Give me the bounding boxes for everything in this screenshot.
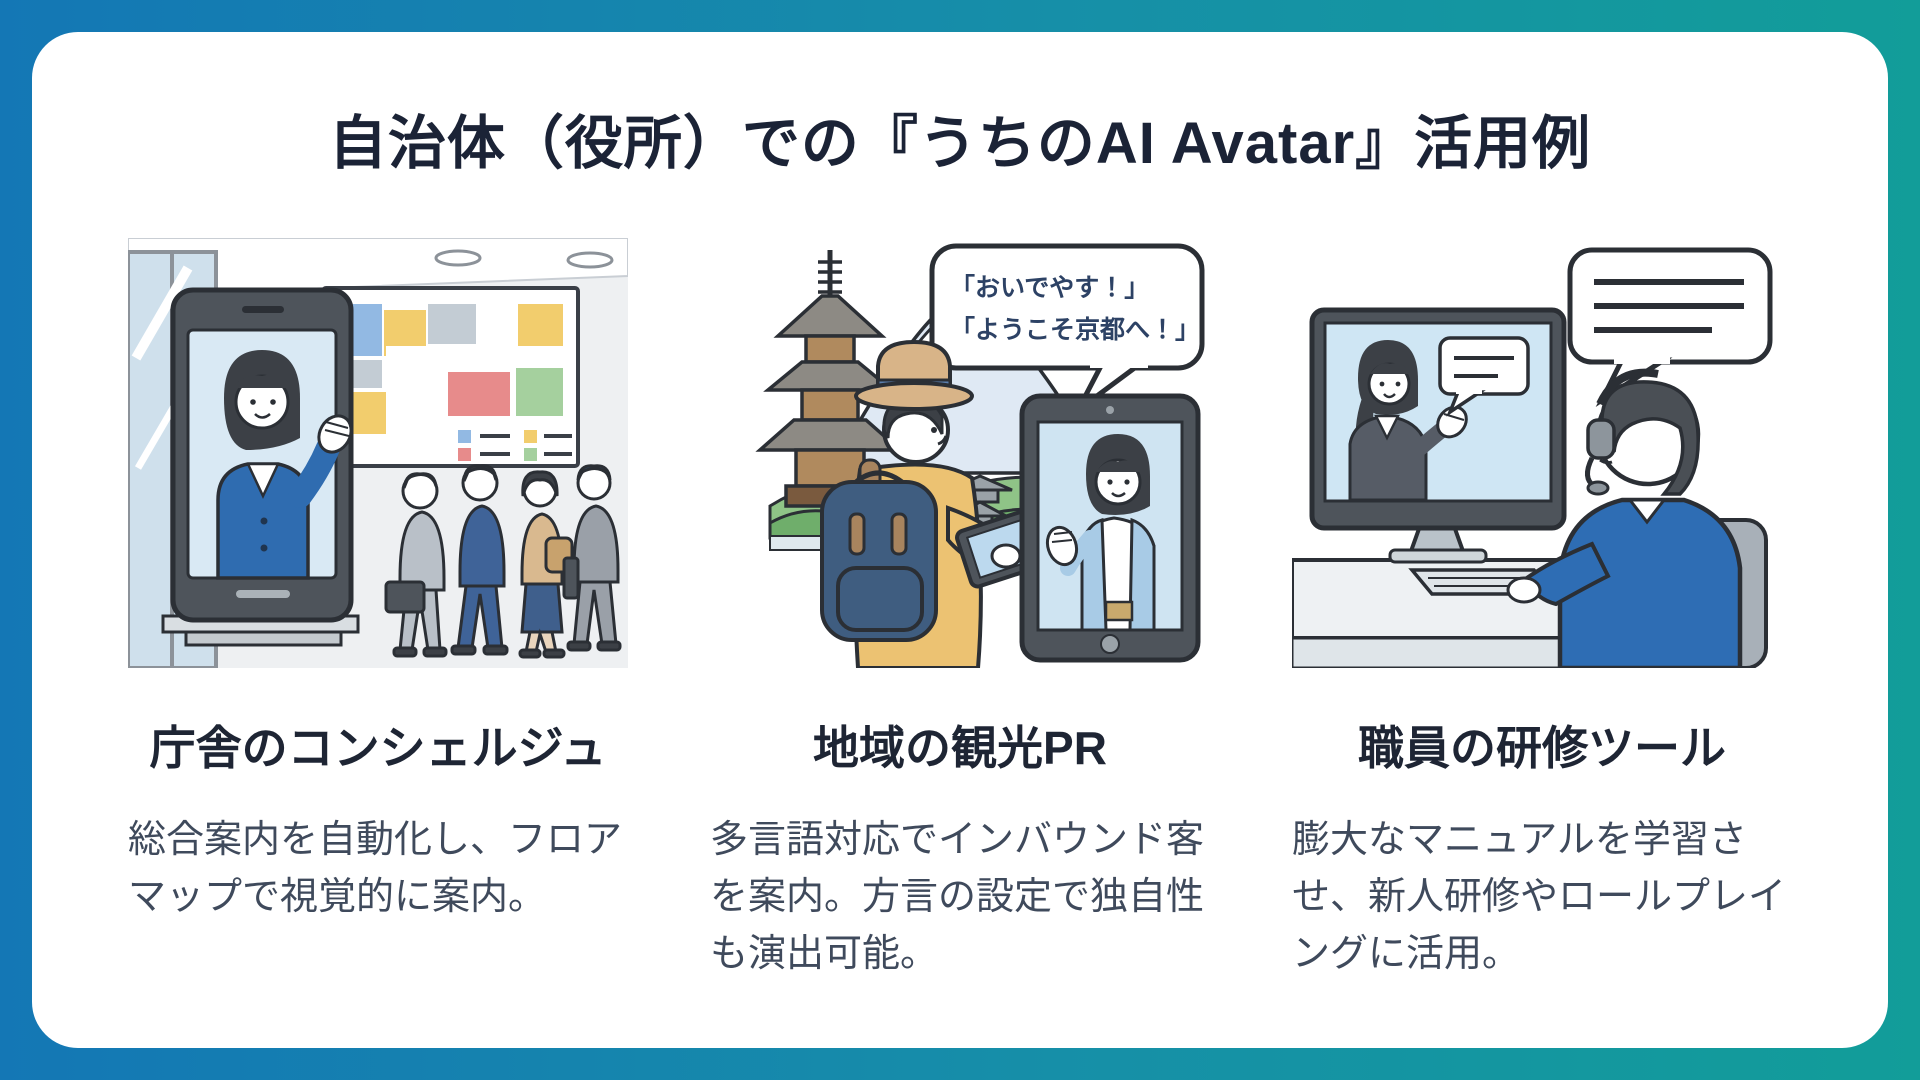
use-case-columns: 庁舎のコンシェルジュ 総合案内を自動化し、フロアマップで視覚的に案内。 [32,238,1888,983]
hat [854,339,974,411]
page-title: 自治体（役所）での『うちのAI Avatar』活用例 [328,111,1592,176]
tablet-avatar-woman [1045,434,1156,632]
training-scene-illustration [1292,247,1773,668]
tourism-scene-illustration: 「おいでやす！」 「ようこそ京都へ！」 [755,243,1205,668]
slide-card: 自治体（役所）での『うちのAI Avatar』活用例 [32,32,1888,1048]
column-concierge: 庁舎のコンシェルジュ 総合案内を自動化し、フロアマップで視覚的に案内。 [128,238,628,983]
column-tourism: 「おいでやす！」 「ようこそ京都へ！」 [710,238,1210,983]
bubble-line-2: 「ようこそ京都へ！」 [950,315,1200,344]
floor-map [321,286,580,468]
person-woman-tan [518,470,574,659]
person-gray-brown-suit [562,464,622,652]
ceiling [128,238,628,298]
queue-of-people [384,464,622,659]
operator-with-headset [1506,368,1743,668]
person-gray-suit [384,472,448,658]
person-navy-suit [450,464,509,656]
ceiling-light-icon [434,249,482,267]
bubble-line-1: 「おいでやす！」 [950,273,1149,302]
digital-signage-kiosk [161,287,360,647]
use-case-heading: 庁舎のコンシェルジュ [149,722,607,774]
kiosk-avatar-woman [216,350,353,580]
ceiling-light-icon [566,251,614,269]
screen-avatar-woman [1348,340,1468,502]
use-case-description: 多言語対応でインバウンド客を案内。方言の設定で独自性も演出可能。 [710,819,1205,975]
headset-icon [1585,368,1659,496]
use-case-description: 膨大なマニュアルを学習させ、新人研修やロールプレイングに活用。 [1292,819,1787,975]
backpack [820,458,938,642]
screen-chat-bubble-icon [1438,336,1530,417]
pagoda [755,250,905,508]
avatar-tablet [1019,393,1201,663]
speech-bubble [1567,247,1773,408]
speech-bubble: 「おいでやす！」 「ようこそ京都へ！」 [929,243,1205,413]
use-case-description: 総合案内を自動化し、フロアマップで視覚的に案内。 [128,819,623,918]
kiosk-scene-illustration [128,238,628,668]
column-training: 職員の研修ツール 膨大なマニュアルを学習させ、新人研修やロールプレイングに活用。 [1292,238,1792,983]
monitor [1309,307,1567,564]
use-case-heading: 職員の研修ツール [1358,722,1726,774]
use-case-heading: 地域の観光PR [813,722,1107,774]
